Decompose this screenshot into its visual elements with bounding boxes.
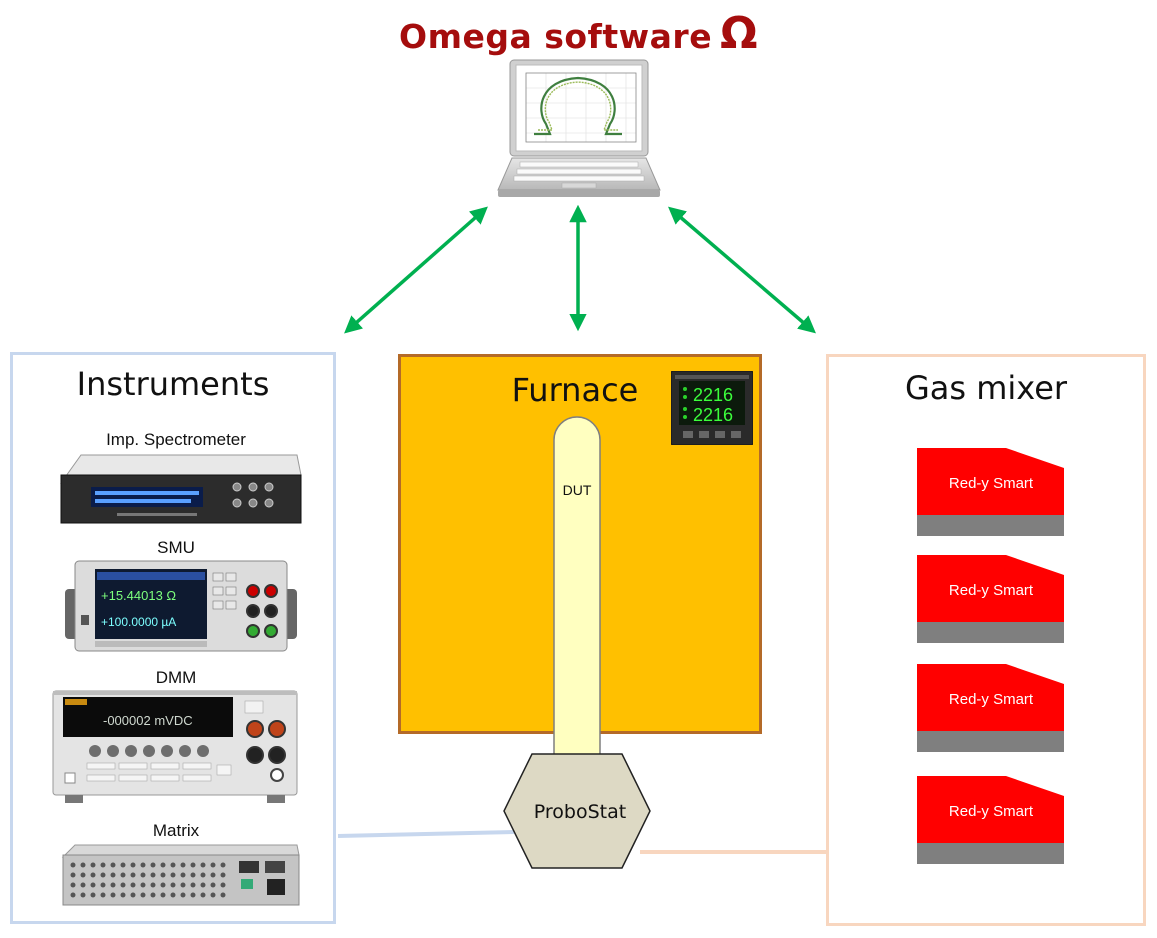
temperature-controller-icon: 2216 2216 [671, 371, 753, 445]
mfc-label: Red-y Smart [949, 803, 1034, 820]
gas-mixer-title: Gas mixer [904, 369, 1068, 407]
arrow-gas-mixer [668, 206, 816, 334]
instruments-title: Instruments [76, 365, 270, 403]
mfc-label: Red-y Smart [949, 691, 1034, 708]
arrow-instruments [344, 206, 488, 334]
dmm-device: -000002 mVDC [52, 690, 298, 803]
mfc-label: Red-y Smart [949, 475, 1034, 492]
mfc-unit: Red-y Smart [917, 776, 1064, 864]
smu-reading-1: +15.44013 Ω [101, 588, 176, 603]
instruments-to-probostat-line [337, 830, 515, 838]
laptop-icon [497, 59, 661, 197]
furnace-title: Furnace [511, 371, 639, 409]
controller-reading-top: 2216 [693, 385, 733, 405]
title-text: Omega software [399, 17, 713, 56]
smu-reading-2: +100.0000 µA [101, 615, 176, 629]
mfc-unit: Red-y Smart [917, 448, 1064, 536]
controller-reading-bottom: 2216 [693, 405, 733, 425]
dut-label: DUT [563, 482, 592, 498]
mfc-unit: Red-y Smart [917, 664, 1064, 752]
switch-matrix-device [61, 844, 300, 906]
dut-tube [553, 416, 601, 761]
instrument-label-matrix: Matrix [152, 821, 200, 840]
probostat-label: ProboStat [534, 801, 626, 823]
dmm-reading: -000002 mVDC [103, 713, 193, 728]
instrument-label-dmm: DMM [155, 668, 197, 687]
probostat-hexagon [503, 753, 651, 869]
mfc-label: Red-y Smart [949, 582, 1034, 599]
instrument-label-smu: SMU [157, 538, 195, 557]
smu-device: +15.44013 Ω +100.0000 µA [65, 560, 297, 652]
impedance-spectrometer-device [60, 454, 302, 524]
instruments-panel: Instruments Imp. Spectrometer SMU [10, 352, 336, 924]
omega-symbol: Ω [720, 8, 758, 59]
mfc-unit: Red-y Smart [917, 555, 1064, 643]
instrument-label-imp-spectrometer: Imp. Spectrometer [106, 430, 246, 449]
